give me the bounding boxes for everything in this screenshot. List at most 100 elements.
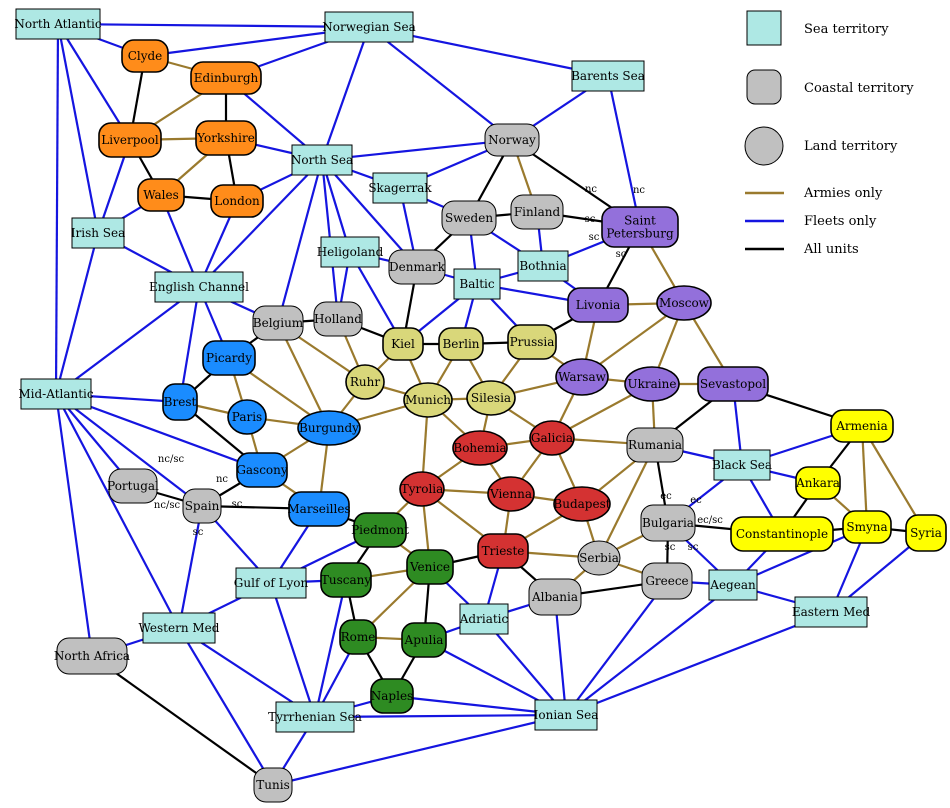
- ankara-shape: [795, 466, 841, 500]
- liverpool-label: Liverpool: [101, 133, 159, 147]
- rome-shape: [339, 619, 377, 655]
- aegean-label: Aegean: [709, 578, 756, 592]
- berlin-shape: [438, 327, 484, 361]
- territory-yorkshire: Yorkshire: [195, 120, 257, 156]
- norwegian-sea-shape: [324, 11, 414, 43]
- london-shape: [210, 184, 264, 218]
- bohemia-label: Bohemia: [453, 441, 506, 455]
- coast-label-stp-nc-2: nc: [633, 185, 645, 196]
- territory-western-med: Western Med: [139, 612, 220, 644]
- edge-fleet-tus-tys: [313, 579, 348, 718]
- rome-label: Rome: [341, 630, 376, 644]
- territory-burgundy: Burgundy: [297, 410, 361, 446]
- bohemia-shape: [452, 430, 508, 466]
- berlin-label: Berlin: [442, 337, 479, 351]
- holland-shape: [313, 301, 363, 337]
- coast-label-bul-ec-2: ec: [690, 495, 702, 506]
- edge-fleet-nao-mao: [54, 23, 60, 395]
- spain-shape: [182, 488, 222, 524]
- eastern-med-label: Eastern Med: [792, 605, 871, 619]
- legend: Sea territory Coastal territory Land ter…: [744, 10, 914, 257]
- coast-label-spa-nc: nc: [216, 474, 228, 485]
- edge-fleet-bar-stp: [606, 75, 642, 228]
- territory-albania: Albania: [528, 578, 582, 616]
- denmark-shape: [388, 249, 446, 285]
- ionian-sea-shape: [534, 699, 598, 731]
- legend-land-label: Land territory: [804, 139, 898, 154]
- territory-munich: Munich: [403, 382, 453, 418]
- territory-edinburgh: Edinburgh: [190, 61, 262, 95]
- constantinople-shape: [730, 516, 834, 552]
- apulia-shape: [401, 622, 447, 658]
- clyde-shape: [121, 39, 169, 73]
- edinburgh-label: Edinburgh: [194, 71, 259, 85]
- ionian-sea-label: Ionian Sea: [534, 708, 599, 722]
- apulia-label: Apulia: [404, 633, 444, 647]
- saint-petersburg-label: Saint: [624, 214, 656, 228]
- territory-heligoland: Heligoland: [317, 236, 384, 268]
- bulgaria-label: Bulgaria: [642, 516, 694, 530]
- sevastopol-shape: [697, 366, 769, 402]
- black-sea-shape: [713, 449, 771, 481]
- territory-prussia: Prussia: [507, 324, 557, 360]
- barents-sea-label: Barents Sea: [571, 69, 645, 83]
- sweden-label: Sweden: [445, 211, 493, 225]
- territory-vienna: Vienna: [487, 476, 535, 512]
- saint-petersburg-shape: [601, 206, 679, 248]
- territory-skagerrak: Skagerrak: [368, 172, 432, 204]
- bothnia-label: Bothnia: [519, 259, 566, 273]
- north-atlantic-shape: [15, 8, 101, 40]
- holland-label: Holland: [314, 312, 362, 326]
- territory-bulgaria: Bulgaria: [640, 504, 696, 542]
- territory-finland: Finland: [510, 194, 564, 230]
- territory-sevastopol: Sevastopol: [697, 366, 769, 402]
- venice-label: Venice: [409, 560, 450, 574]
- territory-moscow: Moscow: [656, 285, 712, 321]
- territory-north-sea: North Sea: [291, 144, 353, 176]
- liverpool-shape: [98, 122, 162, 158]
- edge-fleet-gre-ion: [565, 580, 668, 716]
- territory-tunis: Tunis: [253, 767, 293, 803]
- coast-label-spa-sc-2: sc: [193, 527, 204, 538]
- tuscany-shape: [320, 562, 372, 598]
- legend-sea-swatch: [746, 10, 782, 46]
- serbia-shape: [577, 540, 621, 576]
- territory-marseilles: Marseilles: [287, 491, 351, 527]
- territory-ionian-sea: Ionian Sea: [534, 699, 599, 731]
- edge-fleet-lyo-tys: [269, 582, 317, 718]
- tyrolia-label: Tyrolia: [401, 482, 444, 496]
- legend-land-swatch: [744, 126, 784, 166]
- picardy-label: Picardy: [206, 351, 252, 365]
- territory-sweden: Sweden: [441, 200, 497, 236]
- edge-fleet-nao-lvp: [57, 23, 131, 141]
- budapest-shape: [553, 486, 611, 522]
- skagerrak-label: Skagerrak: [368, 181, 432, 195]
- ankara-label: Ankara: [795, 476, 840, 490]
- territory-galicia: Galicia: [529, 420, 575, 456]
- budapest-label: Budapest: [553, 497, 610, 511]
- coast-label-bul-ec-1: ec: [660, 491, 672, 502]
- territory-brest: Brest: [162, 383, 198, 421]
- coast-label-bul-sc-1: sc: [665, 542, 676, 553]
- syria-label: Syria: [910, 526, 942, 540]
- edge-fleet-eas-ion: [565, 610, 832, 717]
- territory-baltic: Baltic: [453, 268, 501, 300]
- tuscany-label: Tuscany: [321, 573, 371, 587]
- ukraine-label: Ukraine: [628, 377, 677, 391]
- edge-fleet-tun-ion: [272, 713, 567, 787]
- territory-wales: Wales: [137, 178, 185, 212]
- kiel-shape: [382, 327, 424, 361]
- edinburgh-shape: [190, 61, 262, 95]
- territory-smyna: Smyna: [842, 510, 892, 544]
- north-sea-shape: [291, 144, 353, 176]
- greece-shape: [641, 562, 693, 600]
- territory-norway: Norway: [484, 123, 540, 157]
- territory-budapest: Budapest: [553, 486, 611, 522]
- warsaw-shape: [555, 358, 609, 396]
- vienna-shape: [487, 476, 535, 512]
- western-med-shape: [142, 612, 216, 644]
- edge-fleet-nth-eng: [198, 159, 323, 288]
- trieste-shape: [477, 533, 529, 569]
- edge-fleet-tys-ion: [314, 713, 567, 719]
- edge-fleet-nth-nwy: [321, 138, 513, 162]
